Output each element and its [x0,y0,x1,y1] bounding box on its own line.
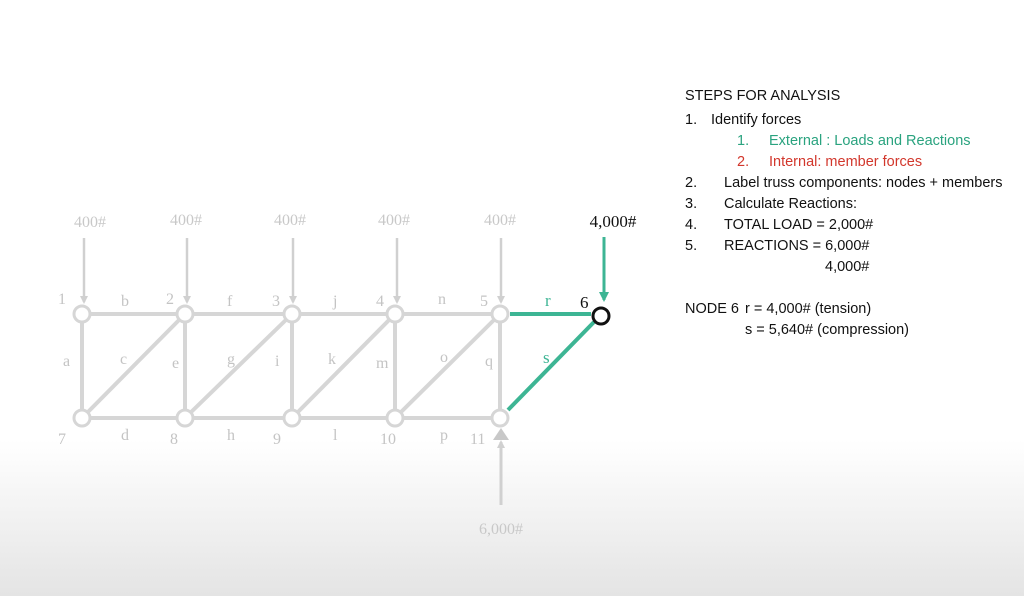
step-1: 1. Identify forces [685,112,801,128]
step-4: 4. TOTAL LOAD = 2,000# [685,217,873,233]
node-4 [385,304,405,324]
member-s [506,320,596,412]
sub-step-external: 1. External : Loads and Reactions [737,133,971,149]
node-10 [385,408,405,428]
step-1-text: Identify forces [711,112,802,128]
node-label-7: 7 [58,431,66,448]
member-label-b: b [121,293,129,310]
member-c [80,312,187,420]
sub-step-internal: 2. Internal: member forces [737,154,922,170]
step-5-number: 5. [685,238,698,254]
member-label-q: q [485,353,493,370]
node6-r-result: r = 4,000# (tension) [745,301,872,317]
step-5-text: REACTIONS = 6,000# [724,238,870,254]
node-3 [282,304,302,324]
member-label-k: k [328,351,336,368]
node6-load-label: 4,000# [590,212,637,231]
step-5: 5. REACTIONS = 6,000# [685,238,869,254]
step-3-text: Calculate Reactions: [724,196,857,212]
member-label-c: c [120,351,127,368]
member-label-d: d [121,427,129,444]
node-8 [175,408,195,428]
load-label-3: 400# [274,212,306,229]
member-label-g: g [227,351,235,368]
node-9 [282,408,302,428]
node-label-9: 9 [273,431,281,448]
node-11 [490,408,510,428]
node-label-11: 11 [470,431,485,448]
node-label-10: 10 [380,431,396,448]
step-2-number: 2. [685,175,698,191]
support-triangle [493,428,509,440]
node6-title: NODE 6 [685,301,739,317]
steps-title: STEPS FOR ANALYSIS [685,88,841,104]
step-2: 2. Label truss components: nodes + member… [685,175,1002,191]
member-label-a: a [63,353,70,370]
step-2-text: Label truss components: nodes + members [724,175,1003,191]
step-1-number: 1. [685,112,698,128]
node-label-4: 4 [376,293,384,310]
node6-s-result: s = 5,640# (compression) [745,322,910,338]
sub-step-2-text: Internal: member forces [769,154,923,170]
member-label-p: p [440,427,448,444]
node-label-5: 5 [480,293,488,310]
sub-step-2-number: 2. [737,154,750,170]
node-label-6: 6 [580,293,589,312]
node-7 [72,408,92,428]
node-6 [591,306,611,326]
node-2 [175,304,195,324]
member-o [393,312,502,420]
sub-step-1-text: External : Loads and Reactions [769,133,971,149]
load-label-2: 400# [170,212,202,229]
node-5 [490,304,510,324]
node-label-3: 3 [272,293,280,310]
member-label-f: f [227,293,233,310]
member-label-m: m [376,355,389,372]
member-label-l: l [333,427,338,444]
member-label-o: o [440,349,448,366]
load-label-4: 400# [378,212,410,229]
step-3-number: 3. [685,196,698,212]
load-label-5: 400# [484,212,516,229]
reaction-label: 6,000# [479,521,523,538]
member-label-r: r [545,291,551,310]
step-4-number: 4. [685,217,698,233]
node-1 [72,304,92,324]
step-3: 3. Calculate Reactions: [685,196,857,212]
sub-step-1-number: 1. [737,133,750,149]
member-label-s: s [543,348,550,367]
member-k [290,312,397,420]
member-label-n: n [438,291,446,308]
member-label-e: e [172,355,179,372]
member-label-h: h [227,427,235,444]
member-label-j: j [332,293,337,310]
member-g [183,312,294,420]
member-label-i: i [275,353,280,370]
step-5-second-value: 4,000# [825,259,870,275]
node-label-8: 8 [170,431,178,448]
step-4-text: TOTAL LOAD = 2,000# [724,217,874,233]
node-label-1: 1 [58,291,66,308]
node-label-2: 2 [166,291,174,308]
load-label-1: 400# [74,214,106,231]
